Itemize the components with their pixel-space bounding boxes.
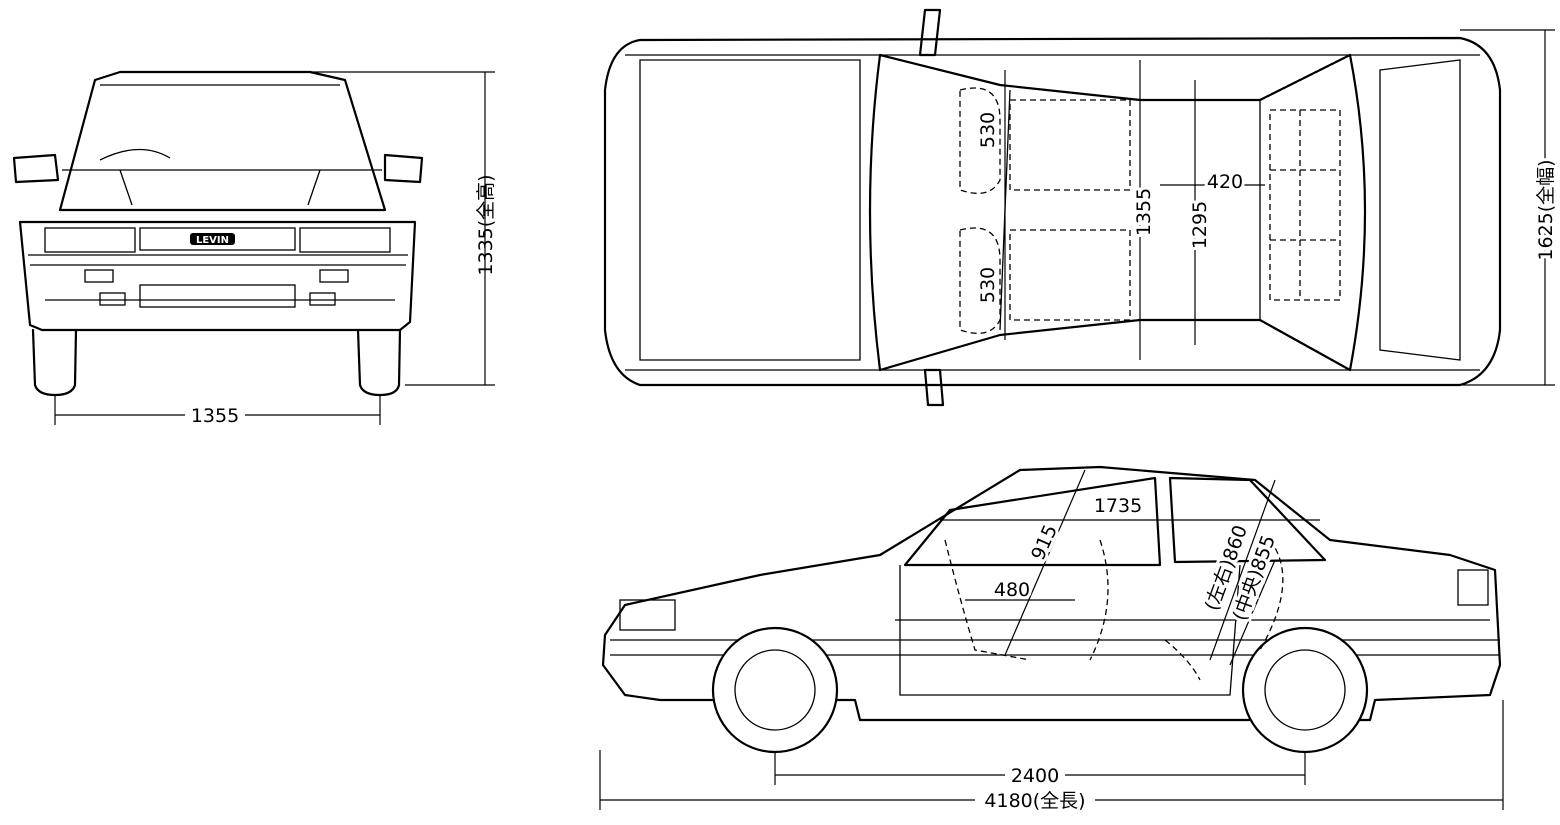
front-seat-width-left-label: 530 bbox=[977, 112, 999, 148]
overall-length-label: 4180(全長) bbox=[984, 790, 1085, 812]
top-view: 530 530 1355 1295 420 1625(全幅) bbox=[603, 8, 1560, 407]
rear-cabin-width-label: 1295 bbox=[1189, 201, 1211, 249]
overall-width-label: 1625(全幅) bbox=[1535, 159, 1557, 260]
side-view: 1735 915 480 (左右)860 (中央)855 2400 4180(全… bbox=[599, 465, 1504, 812]
front-seat-width-right-label: 530 bbox=[977, 267, 999, 303]
cabin-width-label: 1355 bbox=[1133, 188, 1155, 236]
front-view: LEVIN 1355 1335(全高) bbox=[12, 70, 497, 427]
overall-height-label: 1335(全高) bbox=[475, 174, 497, 275]
front-headroom-label: 915 bbox=[1027, 522, 1062, 564]
interior-length-label: 1735 bbox=[1094, 495, 1142, 517]
seat-depth-label: 480 bbox=[994, 579, 1030, 601]
track-width-label: 1355 bbox=[191, 405, 239, 427]
rear-seat-depth-label: 420 bbox=[1207, 171, 1243, 193]
wheelbase-label: 2400 bbox=[1011, 765, 1059, 787]
badge-logo bbox=[190, 233, 235, 245]
badge-text: LEVIN bbox=[196, 235, 229, 246]
